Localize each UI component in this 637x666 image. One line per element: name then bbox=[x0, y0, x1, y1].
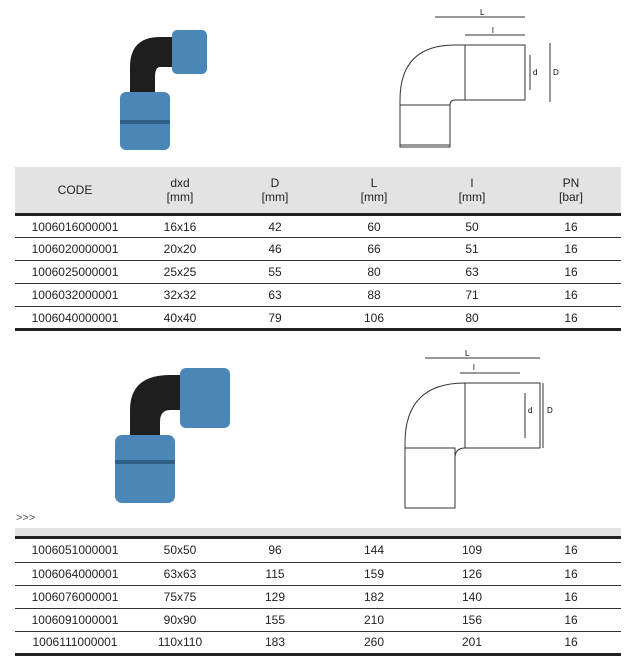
cell-code: 1006025000001 bbox=[31, 265, 119, 279]
table-row: 1006076000001 75x75 129 182 140 16 bbox=[15, 585, 621, 608]
cell-PN: 16 bbox=[564, 566, 578, 581]
cell-L: 106 bbox=[363, 310, 385, 325]
cell-PN: 16 bbox=[564, 310, 578, 325]
cell-l: 109 bbox=[461, 543, 483, 558]
cell-D: 55 bbox=[268, 265, 282, 279]
dim-label-L: L bbox=[465, 349, 470, 358]
cell-D: 63 bbox=[268, 288, 282, 302]
col-code: CODE bbox=[15, 167, 135, 215]
table-row: 1006025000001 25x25 55 80 63 16 bbox=[15, 261, 621, 284]
cell-D: 115 bbox=[265, 566, 285, 581]
cell-PN: 16 bbox=[564, 288, 578, 302]
cell-l: 71 bbox=[465, 288, 479, 302]
cell-L: 144 bbox=[363, 543, 385, 558]
cell-l: 156 bbox=[461, 612, 483, 627]
table-header-strip bbox=[15, 528, 621, 539]
col-dxd: dxd[mm] bbox=[135, 167, 225, 215]
cell-code: 1006016000001 bbox=[31, 219, 119, 234]
cell-D: 79 bbox=[268, 310, 282, 325]
cell-L: 159 bbox=[363, 566, 385, 581]
dim-label-d: d bbox=[533, 68, 537, 77]
col-D: D[mm] bbox=[225, 167, 325, 215]
cell-code: 1006076000001 bbox=[31, 589, 119, 604]
cell-D: 46 bbox=[268, 242, 282, 256]
cell-code: 1006064000001 bbox=[31, 566, 119, 581]
cell-dxd: 110x110 bbox=[157, 635, 203, 649]
cell-code: 1006111000001 bbox=[32, 635, 118, 649]
cell-code: 1006091000001 bbox=[31, 612, 119, 627]
cell-l: 126 bbox=[461, 566, 483, 581]
cell-l: 63 bbox=[465, 265, 479, 279]
cell-dxd: 90x90 bbox=[163, 612, 197, 627]
cell-D: 129 bbox=[264, 589, 286, 604]
col-L: L[mm] bbox=[325, 167, 423, 215]
col-l: l[mm] bbox=[423, 167, 521, 215]
table-row: 1006020000001 20x20 46 66 51 16 bbox=[15, 238, 621, 261]
cell-D: 155 bbox=[264, 612, 286, 627]
dim-label-D: D bbox=[547, 406, 553, 415]
cell-PN: 16 bbox=[564, 612, 578, 627]
cell-L: 182 bbox=[363, 589, 385, 604]
cell-L: 210 bbox=[363, 612, 385, 627]
dim-label-d: d bbox=[528, 406, 532, 415]
cell-code: 1006051000001 bbox=[31, 543, 119, 558]
table-row: 1006016000001 16x16 42 60 50 16 bbox=[15, 215, 621, 238]
cell-D: 42 bbox=[268, 219, 282, 234]
table-row: 1006091000001 90x90 155 210 156 16 bbox=[15, 608, 621, 631]
table-row: 1006051000001 50x50 96 144 109 16 bbox=[15, 539, 621, 562]
dim-label-l: l bbox=[492, 26, 494, 35]
cell-l: 80 bbox=[465, 310, 479, 325]
table-row: 1006111000001 110x110 183 260 201 16 bbox=[15, 631, 621, 654]
cell-PN: 16 bbox=[564, 543, 578, 558]
cell-dxd: 50x50 bbox=[163, 543, 197, 558]
table-row: 1006040000001 40x40 79 106 80 16 bbox=[15, 307, 621, 330]
cell-dxd: 20x20 bbox=[163, 242, 197, 256]
cell-PN: 16 bbox=[564, 242, 578, 256]
dim-label-l: l bbox=[473, 363, 475, 372]
cell-dxd: 16x16 bbox=[163, 219, 197, 234]
cell-PN: 16 bbox=[564, 265, 578, 279]
cell-PN: 16 bbox=[564, 635, 578, 649]
cell-code: 1006020000001 bbox=[31, 242, 119, 256]
cell-dxd: 63x63 bbox=[163, 566, 197, 581]
table-row: 1006064000001 63x63 115 159 126 16 bbox=[15, 562, 621, 585]
cell-code: 1006040000001 bbox=[31, 310, 119, 325]
cell-dxd: 75x75 bbox=[163, 589, 197, 604]
cell-dxd: 32x32 bbox=[163, 288, 197, 302]
elbow-dimension-diagram-small: L l d D bbox=[399, 8, 559, 148]
dim-label-D: D bbox=[553, 68, 559, 77]
cell-code: 1006032000001 bbox=[31, 288, 119, 302]
cell-L: 88 bbox=[367, 288, 381, 302]
cell-l: 51 bbox=[465, 242, 479, 256]
cell-L: 80 bbox=[367, 265, 381, 279]
elbow-dimension-diagram-large: L l d D bbox=[404, 349, 553, 509]
table-header: CODE dxd[mm] D[mm] L[mm] l[mm] PN[bar] bbox=[15, 167, 621, 215]
elbow-fitting-small-photo bbox=[120, 30, 207, 150]
cell-l: 201 bbox=[461, 635, 483, 649]
elbow-fitting-large-photo bbox=[115, 368, 230, 503]
cell-dxd: 40x40 bbox=[163, 310, 197, 325]
cell-L: 60 bbox=[367, 219, 381, 234]
cell-dxd: 25x25 bbox=[163, 265, 197, 279]
cell-L: 66 bbox=[367, 242, 381, 256]
spec-table-1: CODE dxd[mm] D[mm] L[mm] l[mm] PN[bar] 1… bbox=[15, 167, 621, 331]
col-PN: PN[bar] bbox=[521, 167, 621, 215]
cell-L: 260 bbox=[363, 635, 385, 649]
cell-D: 96 bbox=[268, 543, 282, 558]
cell-l: 50 bbox=[465, 219, 479, 234]
dim-label-L: L bbox=[480, 8, 485, 17]
table-row: 1006032000001 32x32 63 88 71 16 bbox=[15, 284, 621, 307]
cell-PN: 16 bbox=[564, 589, 578, 604]
cell-D: 183 bbox=[264, 635, 286, 649]
continuation-marker: >>> bbox=[16, 512, 36, 524]
cell-PN: 16 bbox=[564, 219, 578, 234]
cell-l: 140 bbox=[461, 589, 483, 604]
